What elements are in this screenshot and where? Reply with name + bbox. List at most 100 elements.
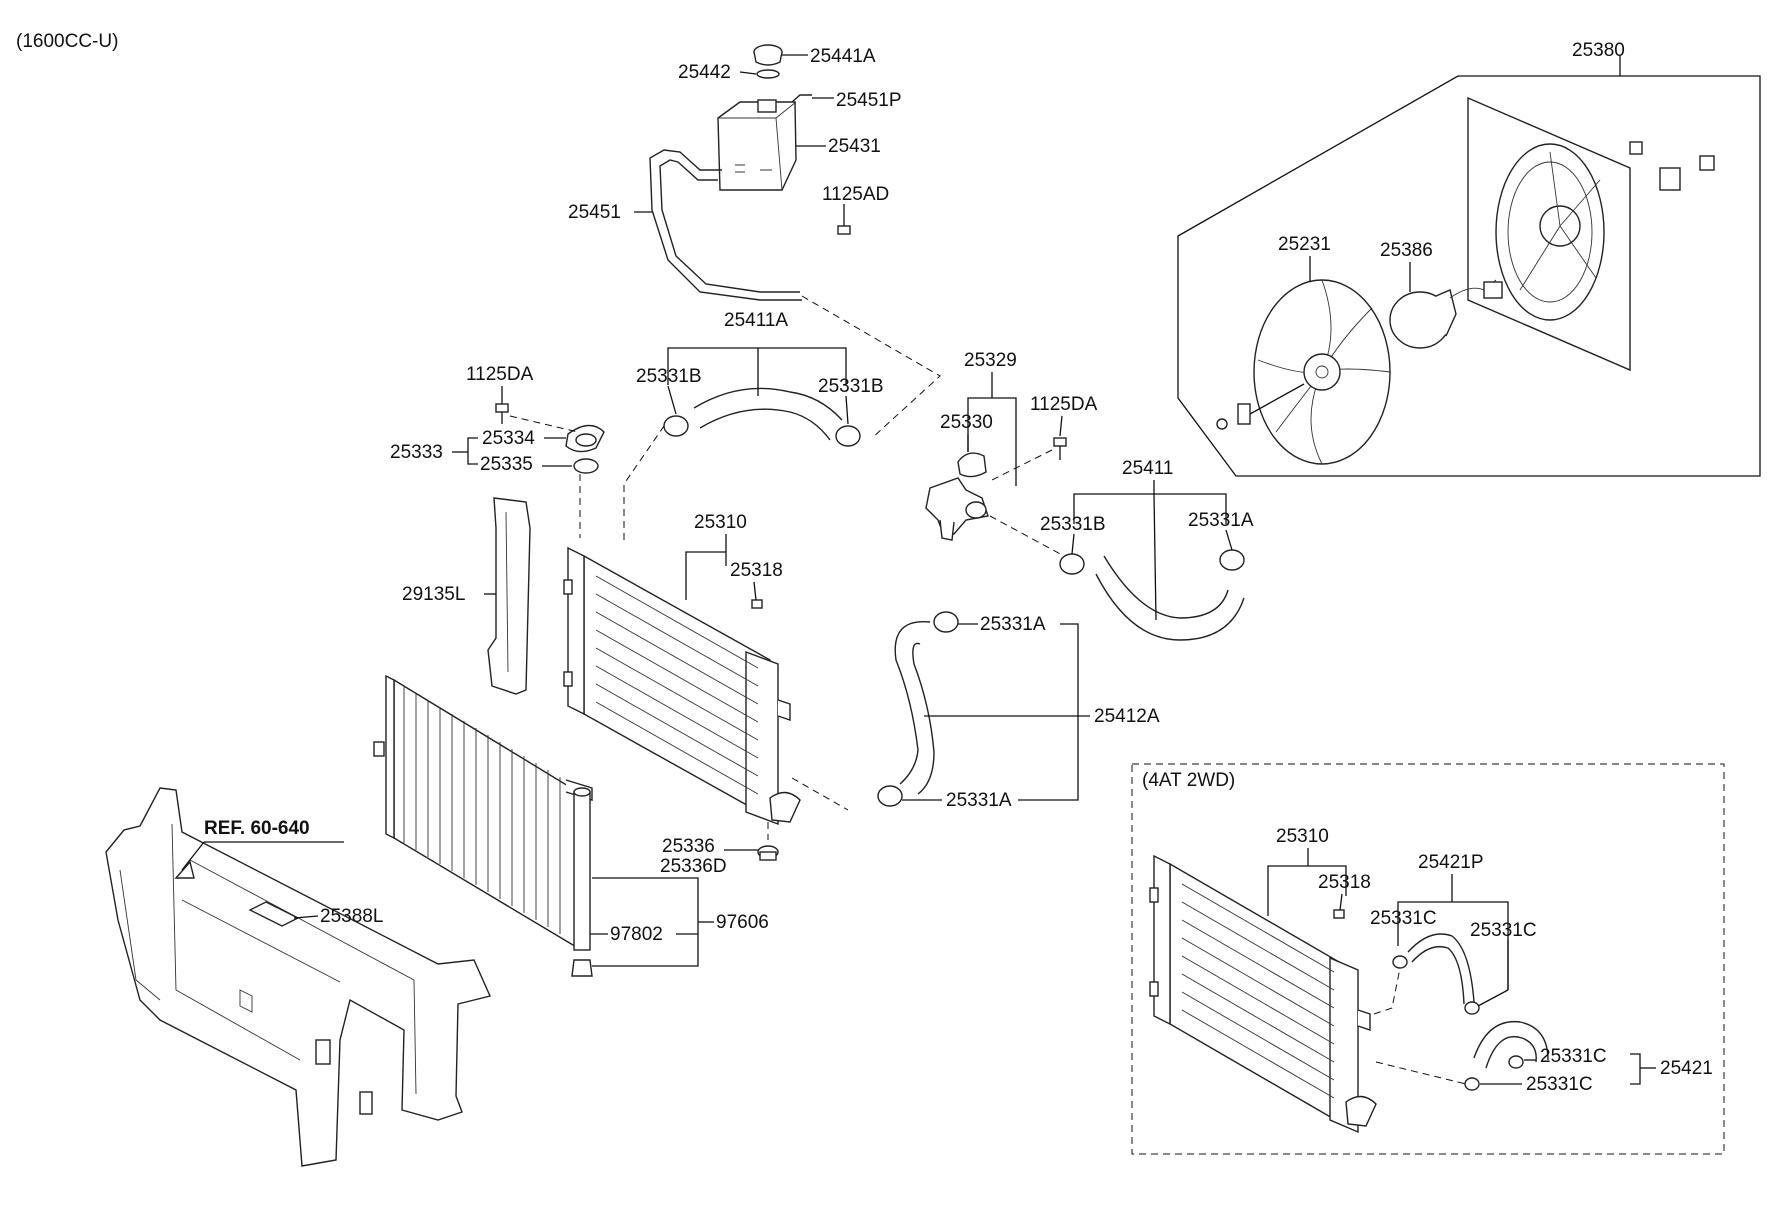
bracket-25310 bbox=[685, 551, 727, 600]
hose-clamp-25331B-middle bbox=[1059, 553, 1085, 575]
part-label-25388L: 25388L bbox=[320, 906, 383, 927]
radiator-25310-4at bbox=[1149, 854, 1377, 1134]
dashed-route-oil-lower bbox=[1375, 1061, 1467, 1085]
part-label-25336D: 25336D bbox=[660, 856, 727, 877]
part-label-25331A-top: 25331A bbox=[1188, 510, 1254, 531]
part-label-25451: 25451 bbox=[568, 202, 621, 223]
hose-clamp-25331A-middle bbox=[933, 611, 959, 633]
part-label-25329: 25329 bbox=[964, 350, 1017, 371]
hose-clamp-25331A-bottom bbox=[877, 785, 903, 807]
reference-pointer bbox=[181, 841, 205, 871]
part-label-25318-4at: 25318 bbox=[1318, 872, 1371, 893]
dashed-route-reservoir bbox=[801, 295, 941, 439]
dashed-route-lower-hose bbox=[791, 777, 849, 811]
lower-radiator-hose-25412A bbox=[894, 620, 931, 785]
air-guard-29135L bbox=[487, 497, 531, 695]
part-label-25331C-1: 25331C bbox=[1370, 908, 1437, 929]
bracket-25411 bbox=[1073, 493, 1227, 524]
bolt-1125DA-left bbox=[495, 403, 509, 424]
part-label-25330: 25330 bbox=[940, 412, 993, 433]
fan-motor-25386 bbox=[1389, 279, 1503, 349]
bracket-25411A bbox=[667, 347, 847, 385]
front-end-carrier bbox=[105, 787, 491, 1167]
subgroup-4at-2wd-box bbox=[1131, 763, 1725, 1155]
leader-25331A-top bbox=[1225, 529, 1233, 551]
housing-cap-25330 bbox=[957, 452, 987, 478]
part-label-25318: 25318 bbox=[730, 560, 783, 581]
part-label-25331A-bottom: 25331A bbox=[946, 790, 1012, 811]
reservoir-hose-outer-edge bbox=[659, 159, 800, 293]
clamp-25331C-c bbox=[1508, 1055, 1524, 1069]
part-label-25335: 25335 bbox=[480, 454, 533, 475]
part-label-25310-4at: 25310 bbox=[1276, 826, 1329, 847]
fan-blade-25231 bbox=[1253, 279, 1391, 465]
thermostat-housing-25329 bbox=[925, 477, 989, 541]
leader-25331B-middle bbox=[1071, 533, 1075, 555]
air-guard-rib bbox=[505, 511, 509, 673]
part-label-97606: 97606 bbox=[716, 912, 769, 933]
fan-nut bbox=[1237, 403, 1251, 425]
clamp-25331C-b bbox=[1464, 1001, 1480, 1015]
clamp-25331C-a bbox=[1392, 955, 1408, 969]
part-label-25333: 25333 bbox=[390, 442, 443, 463]
subgroup-label: (4AT 2WD) bbox=[1142, 770, 1235, 791]
part-label-25336: 25336 bbox=[662, 836, 715, 857]
leader-25442 bbox=[739, 71, 757, 75]
thermostat-gasket-25334 bbox=[565, 424, 605, 453]
bracket-25333 bbox=[467, 437, 478, 465]
reference-arrowhead bbox=[174, 860, 195, 879]
fan-washer bbox=[1216, 418, 1228, 430]
part-label-25421: 25421 bbox=[1660, 1058, 1713, 1079]
lower-hose-25411 bbox=[1095, 573, 1245, 641]
reservoir-cap bbox=[753, 44, 783, 66]
engine-variant-label: (1600CC-U) bbox=[16, 31, 118, 52]
radiator-25310 bbox=[563, 546, 801, 826]
fan-nut-leader bbox=[1249, 383, 1305, 415]
part-label-25331C-2: 25331C bbox=[1470, 920, 1537, 941]
hose-clamp-25331B-left bbox=[663, 415, 689, 437]
part-label-1125AD: 1125AD bbox=[822, 184, 889, 205]
part-label-25380: 25380 bbox=[1572, 40, 1625, 61]
lower-hose-25411-edge bbox=[1103, 555, 1229, 619]
bolt-1125DA-right bbox=[1053, 437, 1067, 460]
clamp-25331C-d bbox=[1464, 1077, 1480, 1091]
part-label-25331B-right: 25331B bbox=[818, 376, 884, 397]
part-label-25331C-3: 25331C bbox=[1540, 1046, 1607, 1067]
oil-cooler-hose-25421P-edge bbox=[1411, 945, 1465, 1005]
upper-hose-25411A bbox=[693, 387, 843, 421]
part-label-25331C-4: 25331C bbox=[1526, 1074, 1593, 1095]
oil-cooler-hose-25421 bbox=[1485, 1036, 1537, 1069]
part-label-25411A: 25411A bbox=[724, 310, 788, 331]
lower-radiator-hose-edge bbox=[912, 642, 935, 795]
fan-assembly-frame bbox=[1177, 75, 1761, 477]
part-label-25331B-middle: 25331B bbox=[1040, 514, 1106, 535]
reservoir-overflow-hose bbox=[649, 149, 802, 301]
oil-cooler-hose-25421-edge bbox=[1473, 1020, 1549, 1061]
part-label-25310: 25310 bbox=[694, 512, 747, 533]
bracket-97606 bbox=[592, 877, 699, 967]
part-label-25412A: 25412A bbox=[1094, 706, 1160, 727]
leader-25388L bbox=[293, 915, 319, 919]
label-plate-25388L bbox=[248, 901, 300, 927]
fan-shroud bbox=[1467, 96, 1631, 372]
part-label-25421P: 25421P bbox=[1418, 852, 1484, 873]
radiator-drain-plug-25318 bbox=[751, 599, 763, 609]
part-label-97802: 97802 bbox=[610, 924, 663, 945]
dashed-route-oil-upper bbox=[1373, 967, 1401, 1015]
part-label-25451P: 25451P bbox=[836, 90, 902, 111]
part-label-25331A-middle: 25331A bbox=[980, 614, 1046, 635]
part-label-1125DA-left: 1125DA bbox=[466, 364, 534, 385]
bracket-25421 bbox=[1630, 1053, 1641, 1085]
receiver-drier-97802 bbox=[571, 787, 593, 977]
reservoir-tank bbox=[717, 99, 797, 191]
part-label-25411: 25411 bbox=[1122, 458, 1173, 479]
reservoir-overflow-nipple bbox=[791, 94, 812, 103]
leader-1125DA-right bbox=[1059, 415, 1063, 437]
part-label-25334: 25334 bbox=[482, 428, 535, 449]
part-label-25386: 25386 bbox=[1380, 240, 1433, 261]
dashed-route-radiator-inlet bbox=[623, 425, 665, 540]
drain-plug-25336 bbox=[757, 845, 779, 861]
hose-clamp-25331A-top bbox=[1219, 549, 1245, 571]
part-label-29135L: 29135L bbox=[402, 584, 465, 605]
